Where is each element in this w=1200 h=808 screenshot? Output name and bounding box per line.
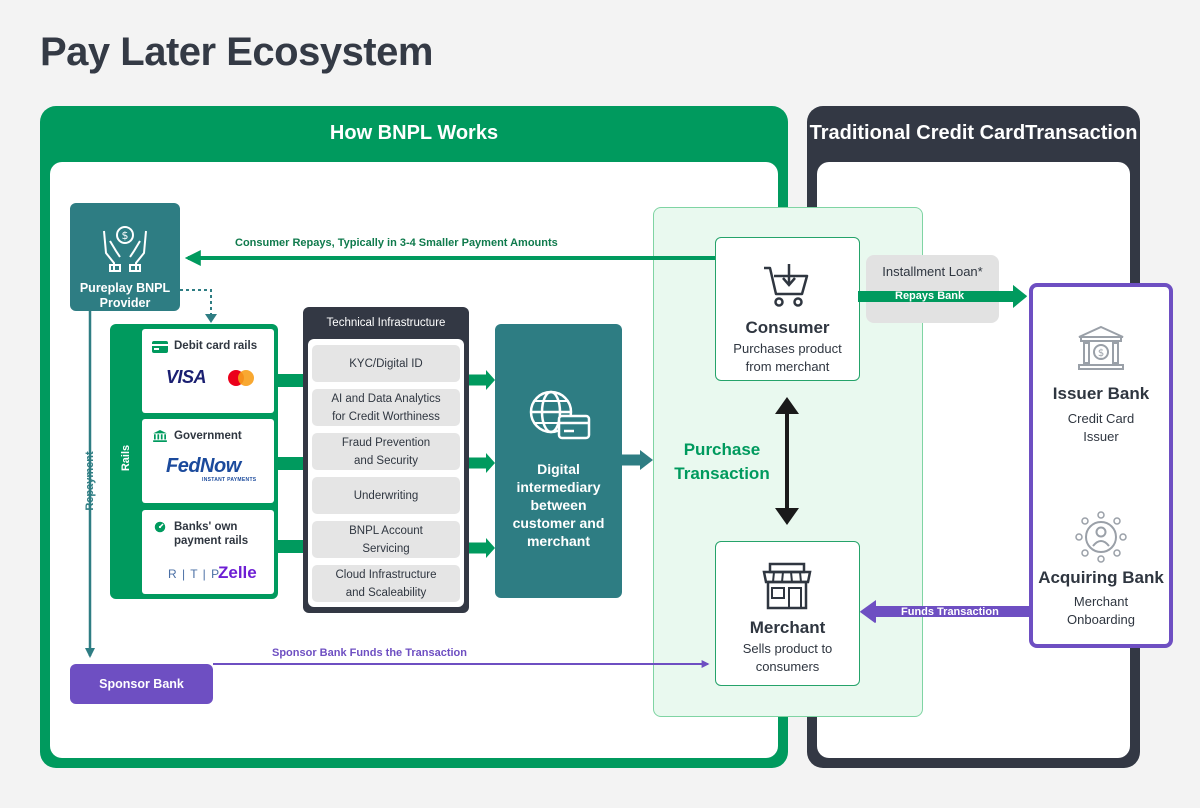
consumer-repays-label: Consumer Repays, Typically in 3-4 Smalle… — [235, 237, 558, 249]
consumer-title: Consumer — [745, 318, 830, 337]
fednow-logo: FedNow — [166, 455, 241, 477]
tech-item-underwriting: Underwriting — [312, 477, 460, 514]
tech-item-servicing: BNPL Account Servicing — [312, 521, 460, 558]
rail-government: Government FedNow INSTANT PAYMENTS — [142, 419, 274, 503]
tech-list: KYC/Digital ID AI and Data Analytics for… — [308, 339, 464, 607]
government-building-icon — [153, 430, 167, 442]
rtp-logo: R | T | P — [168, 567, 221, 581]
rail-government-title: Government — [174, 430, 242, 442]
page-title: Pay Later Ecosystem — [40, 30, 433, 74]
funds-transaction-label-top: Funds Transaction — [901, 606, 999, 618]
tech-item-kyc: KYC/Digital ID — [312, 345, 460, 382]
speed-gauge-icon — [154, 521, 166, 533]
purchase-label: Purchase Transaction — [674, 440, 770, 483]
zelle-logo: Zelle — [218, 563, 257, 582]
merchant-sub: Sells product to consumers — [742, 641, 833, 674]
svg-text:$: $ — [122, 229, 129, 242]
bnpl-rails-dotted — [180, 289, 212, 318]
repayment-label: Repayment — [84, 451, 96, 511]
bnpl-provider-label: Pureplay BNPL Provider — [79, 281, 171, 310]
merchant-node: Merchant Sells product to consumers — [715, 541, 860, 686]
sponsor-funds-label: Sponsor Bank Funds the Transaction — [272, 647, 467, 659]
money-hands-icon: $ — [103, 226, 147, 272]
rail-banks: Banks' own payment rails R | T | P Zelle — [142, 510, 274, 594]
tech-item-ai: AI and Data Analytics for Credit Worthin… — [312, 389, 460, 426]
network-person-icon — [1075, 511, 1127, 563]
tech-item-cloud: Cloud Infrastructure and Scaleability — [312, 565, 460, 602]
shopping-cart-icon — [764, 264, 809, 307]
tech-infrastructure: Technical Infrastructure KYC/Digital ID … — [303, 307, 469, 613]
repays-bank-arrow-overlay — [858, 285, 1027, 308]
bank-building-icon: $ — [1078, 325, 1124, 370]
issuer-bank-title: Issuer Bank — [1052, 384, 1150, 403]
rail-banks-title: Banks' own payment rails — [174, 521, 249, 547]
fednow-tagline: INSTANT PAYMENTS — [202, 477, 257, 483]
issuer-bank-sub: Credit Card Issuer — [1067, 411, 1135, 444]
banks-box: $ Issuer Bank Credit Card Issuer Acquiri… — [1029, 283, 1173, 648]
consumer-sub: Purchases product from merchant — [733, 341, 842, 374]
tech-item-fraud: Fraud Prevention and Security — [312, 433, 460, 470]
rail-debit-card: Debit card rails VISA — [142, 329, 274, 413]
rails-group: Rails Debit card rails VISA Government F… — [110, 324, 278, 599]
installment-loan-box: Installment Loan* — [866, 255, 999, 323]
digital-intermediary-label: Digital intermediary between customer an… — [512, 461, 605, 549]
repays-bank-label-top: Repays Bank — [895, 290, 965, 302]
tech-header: Technical Infrastructure — [326, 317, 446, 329]
svg-text:$: $ — [1098, 348, 1104, 359]
merchant-title: Merchant — [749, 618, 826, 637]
funds-transaction-arrow-overlay — [860, 600, 1032, 623]
consumer-node: Consumer Purchases product from merchant — [715, 237, 860, 381]
bnpl-panel-title: How BNPL Works — [329, 122, 499, 144]
visa-logo: VISA — [166, 367, 207, 387]
bnpl-provider-node: $ Pureplay BNPL Provider — [70, 203, 180, 311]
acquiring-bank-title: Acquiring Bank — [1038, 568, 1164, 587]
storefront-icon — [762, 562, 812, 610]
mastercard-logo — [226, 368, 256, 388]
acquiring-bank-sub: Merchant Onboarding — [1067, 594, 1135, 627]
traditional-panel-title: Traditional Credit CardTransaction — [809, 122, 1138, 144]
card-icon — [152, 341, 168, 353]
installment-loan-label: Installment Loan* — [882, 264, 983, 279]
digital-intermediary: Digital intermediary between customer an… — [495, 324, 622, 598]
sponsor-bank-node: Sponsor Bank — [70, 664, 213, 704]
globe-card-icon — [529, 390, 591, 440]
rail-debit-title: Debit card rails — [174, 340, 258, 352]
rails-label: Rails — [120, 444, 132, 472]
